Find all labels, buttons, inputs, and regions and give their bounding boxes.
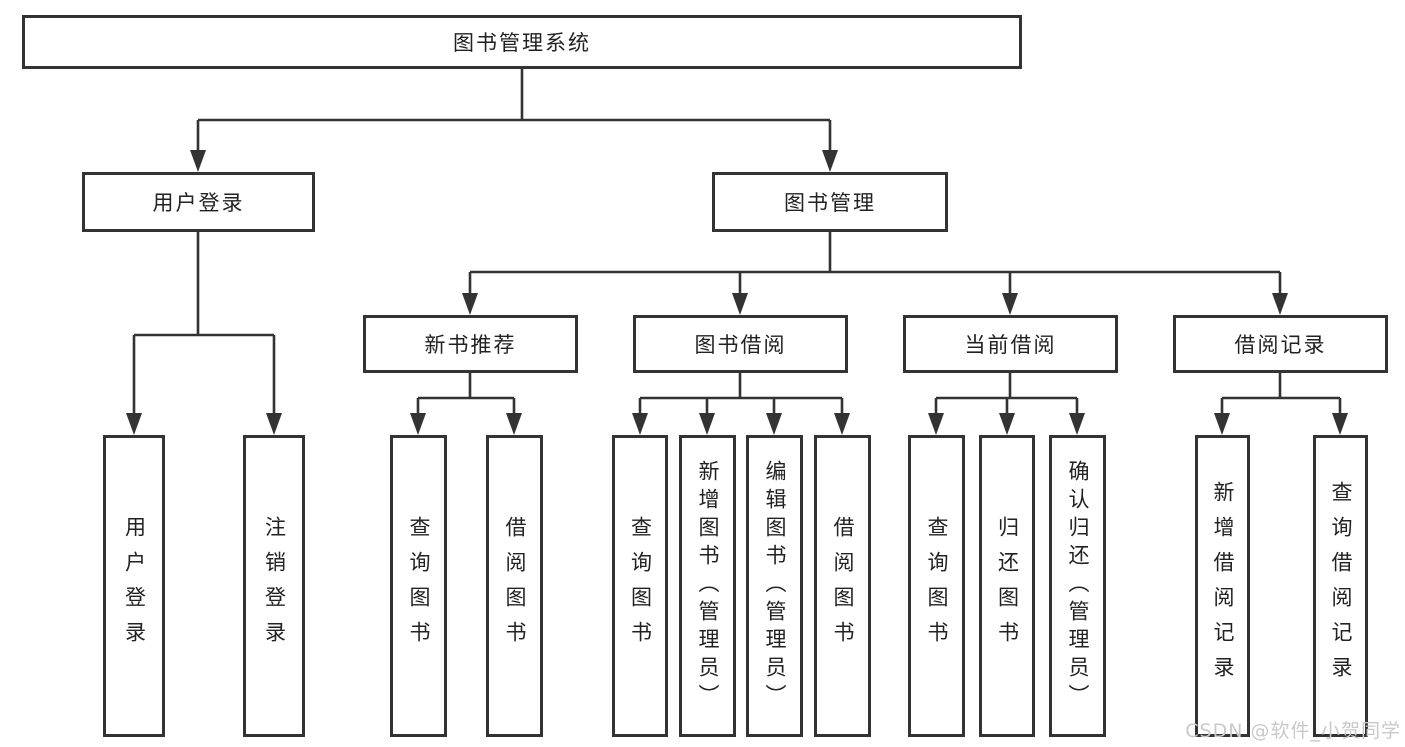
node-add-borrow-record: 新增借阅记录 — [1195, 435, 1250, 737]
node-add-books-admin: 新增图书（管理员） — [679, 435, 736, 737]
node-new-book-recommend: 新书推荐 — [363, 315, 578, 373]
node-label: 图书借阅 — [694, 333, 787, 357]
node-label: 确认归还（管理员） — [1066, 460, 1090, 712]
node-borrow-books-leaf: 借阅图书 — [814, 435, 871, 737]
node-user-login-leaf: 用户登录 — [103, 435, 165, 737]
node-book-borrow: 图书借阅 — [633, 315, 848, 373]
node-label: 图书管理系统 — [453, 31, 591, 55]
node-label: 借阅图书 — [831, 516, 855, 656]
node-user-login: 用户登录 — [82, 172, 315, 232]
node-query-books-current: 查询图书 — [908, 435, 965, 737]
arrowhead-icons — [126, 150, 1348, 435]
node-label: 归还图书 — [995, 516, 1020, 656]
node-borrow-books-recommend: 借阅图书 — [486, 435, 543, 737]
node-confirm-return-admin: 确认归还（管理员） — [1049, 435, 1106, 737]
node-label: 查询借阅记录 — [1329, 481, 1353, 691]
node-return-books: 归还图书 — [979, 435, 1035, 737]
node-current-borrow: 当前借阅 — [903, 315, 1118, 373]
node-label: 当前借阅 — [964, 333, 1057, 357]
node-borrow-records: 借阅记录 — [1173, 315, 1388, 373]
node-logout: 注销登录 — [243, 435, 305, 737]
node-label: 注销登录 — [262, 516, 287, 656]
node-label: 新书推荐 — [424, 333, 517, 357]
node-label: 新增借阅记录 — [1211, 481, 1235, 691]
node-label: 查询图书 — [925, 516, 949, 656]
node-label: 借阅记录 — [1234, 333, 1327, 357]
node-label: 借阅图书 — [503, 516, 527, 656]
node-library-system: 图书管理系统 — [22, 15, 1022, 69]
node-query-books-recommend: 查询图书 — [390, 435, 447, 737]
node-label: 新增图书（管理员） — [696, 460, 720, 712]
node-edit-books-admin: 编辑图书（管理员） — [746, 435, 803, 737]
node-label: 查询图书 — [407, 516, 431, 656]
node-query-borrow-record: 查询借阅记录 — [1313, 435, 1368, 737]
node-label: 用户登录 — [152, 191, 245, 215]
node-label: 图书管理 — [784, 191, 876, 215]
node-label: 用户登录 — [122, 516, 147, 656]
watermark: CSDN @软件_小贺同学 — [1185, 720, 1401, 742]
node-query-books-borrow: 查询图书 — [612, 435, 668, 737]
node-label: 查询图书 — [628, 516, 653, 656]
node-label: 编辑图书（管理员） — [763, 460, 787, 712]
node-book-management: 图书管理 — [712, 172, 948, 232]
